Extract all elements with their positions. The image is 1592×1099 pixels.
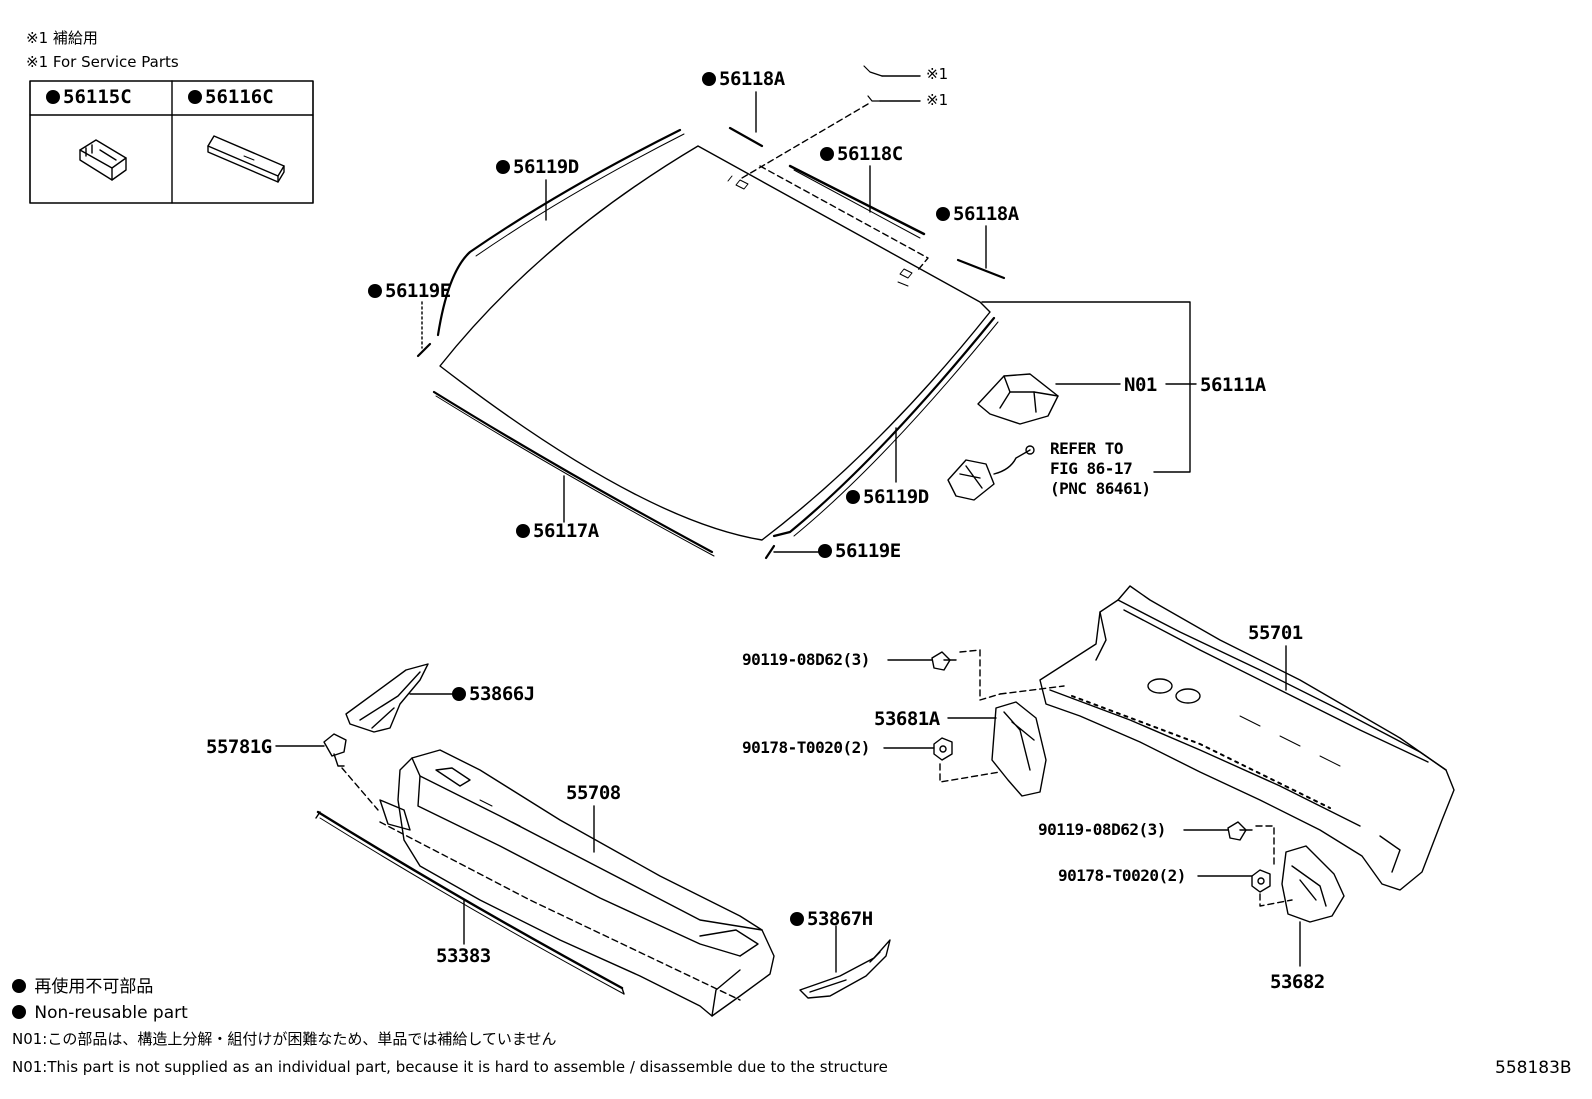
nut-90178-top <box>933 737 953 761</box>
label-56118c: 56118C <box>820 145 903 164</box>
moulding-56117a-line <box>432 390 714 554</box>
label-53681a: 53681A <box>874 708 940 730</box>
label-56119d-right: 56119D <box>846 488 929 507</box>
non-reusable-dot-icon <box>452 687 466 701</box>
label-56111a: 56111A <box>1200 374 1266 396</box>
label-53383: 53383 <box>436 945 491 967</box>
non-reusable-dot-icon <box>188 90 202 104</box>
non-reusable-dot-icon <box>936 207 950 221</box>
label-56118a-right: 56118A <box>936 205 1019 224</box>
bracket-53681a <box>991 701 1047 797</box>
rain-sensor <box>947 445 1035 501</box>
label-n01: N01 <box>1124 374 1157 396</box>
bolt-90119-top <box>931 651 957 671</box>
legend-n01-jp: N01:この部品は、構造上分解・組付けが困難なため、単品では補給していません <box>12 1030 557 1048</box>
service-note-en: ※1 For Service Parts <box>26 53 179 71</box>
refer-line-3: (PNC 86461) <box>1050 479 1151 498</box>
panel-53866j <box>345 663 429 733</box>
label-55781g: 55781G <box>206 736 272 758</box>
non-reusable-dot-icon <box>46 90 60 104</box>
refer-line-2: FIG 86-17 <box>1050 459 1133 478</box>
non-reusable-dot-icon <box>846 490 860 504</box>
label-56118a-top: 56118A <box>702 70 785 89</box>
bracket-53682 <box>1281 845 1345 923</box>
non-reusable-dot-icon <box>12 979 26 993</box>
non-reusable-dot-icon <box>702 72 716 86</box>
non-reusable-dot-icon <box>818 544 832 558</box>
legend-jp: 再使用不可部品 <box>12 979 153 996</box>
spacer-56116c-icon <box>207 135 285 183</box>
seal-53383-line <box>316 810 624 990</box>
label-90178-bottom: 90178-T0020(2) <box>1058 866 1186 885</box>
label-56119d-left: 56119D <box>496 158 579 177</box>
legend-n01-en: N01:This part is not supplied as an indi… <box>12 1058 888 1076</box>
label-53866j: 53866J <box>452 685 535 704</box>
clip-55781g <box>323 733 347 767</box>
service-table-header-56116c: 56116C <box>188 86 274 108</box>
nut-90178-bottom <box>1251 869 1271 893</box>
label-90178-top: 90178-T0020(2) <box>742 738 870 757</box>
non-reusable-dot-icon <box>516 524 530 538</box>
non-reusable-dot-icon <box>790 912 804 926</box>
moulding-56119d-left-line <box>436 128 682 337</box>
moulding-56119d-right-line <box>772 316 996 538</box>
label-53867h: 53867H <box>790 910 873 929</box>
bolt-90119-bottom <box>1227 821 1253 841</box>
non-reusable-dot-icon <box>820 147 834 161</box>
non-reusable-dot-icon <box>496 160 510 174</box>
label-55701: 55701 <box>1248 622 1303 644</box>
clip-56115c-icon <box>79 139 127 181</box>
cowl-louver-55708 <box>379 749 775 1017</box>
cowl-panel-55701 <box>1039 585 1455 891</box>
label-55708: 55708 <box>566 782 621 804</box>
label-90119-bottom: 90119-08D62(3) <box>1038 820 1166 839</box>
label-56117a: 56117A <box>516 522 599 541</box>
figure-id: 558183B <box>1495 1058 1572 1078</box>
mirror-bracket-n01 <box>977 373 1059 425</box>
label-53682: 53682 <box>1270 971 1325 993</box>
service-table-header-56115c: 56115C <box>46 86 132 108</box>
service-mark-1: ※1 <box>926 65 949 83</box>
legend-en: Non-reusable part <box>12 1005 188 1022</box>
label-56119e-left: 56119E <box>368 282 451 301</box>
label-56119e-right: 56119E <box>818 542 901 561</box>
non-reusable-dot-icon <box>12 1005 26 1019</box>
service-note-jp: ※1 補給用 <box>26 29 98 47</box>
refer-line-1: REFER TO <box>1050 439 1124 458</box>
windshield-glass <box>439 145 991 541</box>
service-mark-2: ※1 <box>926 91 949 109</box>
panel-53867h <box>799 939 891 999</box>
service-parts-table <box>29 80 314 204</box>
non-reusable-dot-icon <box>368 284 382 298</box>
label-90119-top: 90119-08D62(3) <box>742 650 870 669</box>
